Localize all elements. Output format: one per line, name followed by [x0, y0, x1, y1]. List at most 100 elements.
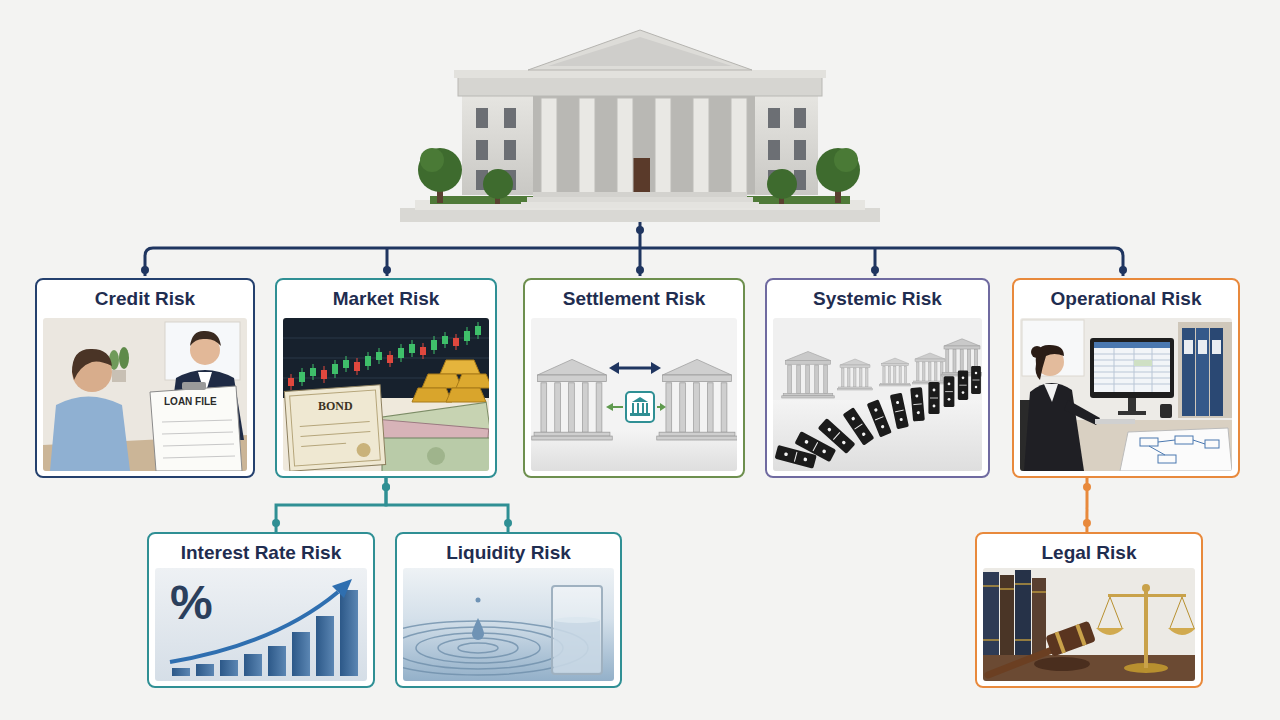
office-picture — [1094, 342, 1170, 348]
rising-bars-picture — [196, 664, 214, 676]
domino-picture — [867, 399, 892, 437]
box-panel — [35, 278, 255, 478]
gold-bars — [456, 374, 489, 388]
market-picture — [332, 364, 338, 374]
office-picture — [1095, 419, 1135, 424]
market-picture — [321, 370, 327, 379]
market-picture — [365, 356, 371, 366]
bank-building — [579, 98, 595, 194]
market-picture — [283, 318, 489, 471]
connector-dot — [272, 519, 280, 527]
justice-picture — [1098, 597, 1110, 628]
market-picture — [464, 331, 470, 341]
market-picture — [283, 358, 489, 359]
office-picture — [1134, 360, 1152, 366]
rising-bars-picture — [292, 632, 310, 676]
water-picture — [554, 617, 600, 623]
office-picture — [1158, 440, 1175, 442]
justice-picture — [1144, 590, 1148, 668]
bus-line — [639, 222, 642, 248]
office-picture — [1184, 340, 1193, 354]
justice-picture — [1142, 584, 1150, 592]
tree — [418, 148, 462, 192]
box-panel — [147, 532, 375, 688]
settlement-picture — [642, 403, 644, 413]
justice-picture — [1000, 575, 1014, 655]
office-picture — [1120, 428, 1232, 471]
domino-picture — [913, 353, 948, 384]
bank-notes — [370, 402, 489, 471]
settlement-picture — [632, 403, 634, 413]
bank-building — [527, 197, 753, 202]
bank-building — [617, 98, 633, 194]
rising-bars-picture — [244, 654, 262, 676]
tree — [483, 169, 513, 199]
connector-line — [276, 478, 386, 532]
bond-certificate — [284, 385, 385, 471]
bank-building — [400, 208, 880, 222]
risk-box: Liquidity Risk — [395, 532, 622, 688]
domino-picture — [944, 376, 955, 407]
office-picture — [1178, 322, 1232, 418]
risk-box: Legal Risk — [975, 532, 1203, 688]
office-picture — [1118, 411, 1146, 415]
risk-box: Operational Risk — [1012, 278, 1240, 478]
justice-picture — [1000, 588, 1014, 590]
connector-dot — [1083, 483, 1091, 491]
loan-meeting-picture — [72, 349, 112, 380]
water-picture — [552, 586, 602, 674]
domino-picture — [773, 318, 982, 471]
box-panel — [975, 532, 1203, 688]
bus-dot — [636, 226, 644, 234]
bank-building — [794, 140, 806, 160]
bus-dot — [1119, 266, 1127, 274]
bank-building — [731, 98, 747, 194]
box-title: Settlement Risk — [563, 280, 706, 310]
gold-bars — [412, 360, 489, 402]
loan-meeting-picture — [50, 397, 130, 472]
loan-meeting-picture — [150, 386, 242, 471]
office-picture — [1140, 436, 1219, 463]
justice-picture — [1032, 591, 1046, 593]
office-picture — [1114, 348, 1115, 392]
bank-building — [548, 37, 732, 66]
connector-dot — [1083, 519, 1091, 527]
rising-bars-picture — [316, 616, 334, 676]
connector-dot — [382, 483, 390, 491]
domino-picture — [928, 382, 939, 414]
justice-picture — [1170, 597, 1182, 628]
justice-picture — [1015, 570, 1031, 655]
settlement-picture — [612, 406, 623, 408]
water-picture — [554, 620, 600, 672]
justice-picture — [983, 572, 999, 655]
market-picture — [288, 378, 294, 386]
justice-picture — [1015, 639, 1031, 641]
domino-picture — [910, 387, 925, 421]
loan-meeting-picture — [190, 331, 221, 346]
bond-certificate — [356, 443, 371, 458]
rising-bars-picture — [155, 568, 367, 681]
market-picture — [475, 326, 481, 335]
bank-building — [794, 108, 806, 128]
risk-box: Settlement Risk — [523, 278, 745, 478]
office-picture — [1175, 436, 1193, 444]
office-picture — [1149, 446, 1165, 455]
domino-picture — [782, 352, 835, 399]
market-picture — [343, 360, 349, 368]
box-panel — [275, 278, 497, 478]
office-picture — [1140, 438, 1158, 446]
water-picture — [403, 568, 614, 681]
settlement-picture — [626, 392, 654, 422]
domino-picture — [971, 366, 981, 394]
office-picture — [1020, 318, 1232, 471]
domino-picture — [838, 359, 873, 390]
gold-bars — [412, 388, 452, 402]
office-picture — [1094, 372, 1170, 373]
box-panel — [35, 278, 1240, 688]
market-picture — [431, 340, 437, 350]
market-picture — [310, 368, 316, 376]
loan-meeting-picture — [43, 318, 247, 471]
bank-building — [504, 140, 516, 160]
box-title: Interest Rate Risk — [181, 534, 342, 564]
market-picture — [409, 344, 415, 353]
